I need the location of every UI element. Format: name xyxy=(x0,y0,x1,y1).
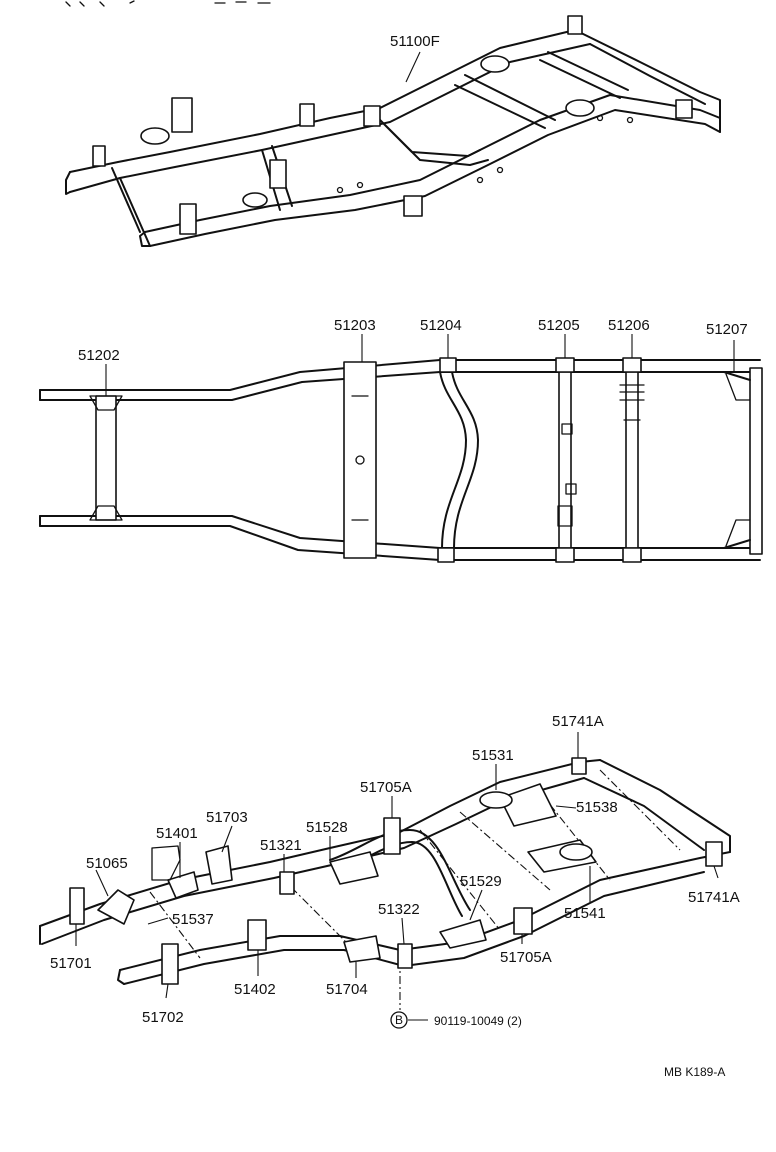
part-label-51401: 51401 xyxy=(156,825,198,842)
part-label-51529: 51529 xyxy=(460,873,502,890)
part-label-51065: 51065 xyxy=(86,855,128,872)
frame-exploded-view: 51741A 51531 51538 51705A 51528 51703 51… xyxy=(39,713,740,1029)
part-label-51703: 51703 xyxy=(206,809,248,826)
part-label-51704: 51704 xyxy=(326,981,368,998)
part-label-51202: 51202 xyxy=(78,347,120,364)
frame-plan-view: 51202 51203 51204 51205 51206 51207 xyxy=(39,317,763,563)
part-label-51702: 51702 xyxy=(142,1009,184,1026)
part-label-51531: 51531 xyxy=(472,747,514,764)
part-label-51402: 51402 xyxy=(234,981,276,998)
assembly-label-51100f: 51100F xyxy=(390,33,440,50)
part-label-51205: 51205 xyxy=(538,317,580,334)
part-label-51204: 51204 xyxy=(420,317,462,334)
part-label-51538: 51538 xyxy=(576,799,618,816)
bolt-symbol-letter: B xyxy=(395,1013,403,1027)
part-label-51203: 51203 xyxy=(334,317,376,334)
diagram-ref-code: MB K189-A xyxy=(664,1065,725,1079)
part-label-51321: 51321 xyxy=(260,837,302,854)
part-label-51207: 51207 xyxy=(706,321,748,338)
bolt-symbol-icon xyxy=(390,1011,408,1029)
part-label-51528: 51528 xyxy=(306,819,348,836)
part-label-51537: 51537 xyxy=(172,911,214,928)
part-label-51206: 51206 xyxy=(608,317,650,334)
bolt-part-number: 90119-10049 (2) xyxy=(434,1014,522,1028)
part-label-51705a-top: 51705A xyxy=(360,779,412,796)
frame-assembly-top-view: 51100F xyxy=(65,0,721,247)
part-label-51741a-top: 51741A xyxy=(552,713,604,730)
part-label-51741a-right: 51741A xyxy=(688,889,740,906)
part-label-51322: 51322 xyxy=(378,901,420,918)
part-label-51541: 51541 xyxy=(564,905,606,922)
part-label-51705a-bottom: 51705A xyxy=(500,949,552,966)
part-label-51701: 51701 xyxy=(50,955,92,972)
